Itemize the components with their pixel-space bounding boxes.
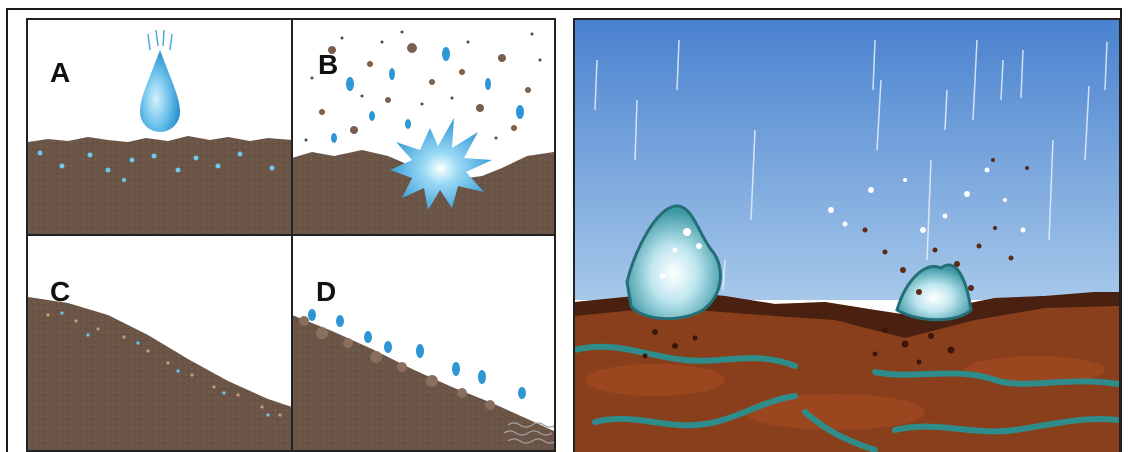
erosion-diagram-svg: A B: [28, 20, 554, 450]
panel-d: D: [292, 276, 554, 450]
panel-a: A: [28, 30, 292, 235]
erosion-panel-grid: A B: [26, 18, 556, 452]
raindrop-icon: [140, 30, 180, 132]
panel-label-b: B: [318, 49, 338, 80]
panel-label-d: D: [316, 276, 336, 307]
panel-b: B: [292, 31, 554, 236]
rain-scene-svg: [575, 20, 1119, 452]
panel-label-a: A: [50, 57, 70, 88]
rain-splash-scene: [573, 18, 1121, 452]
panel-label-c: C: [50, 276, 70, 307]
panel-c: C: [28, 276, 292, 450]
